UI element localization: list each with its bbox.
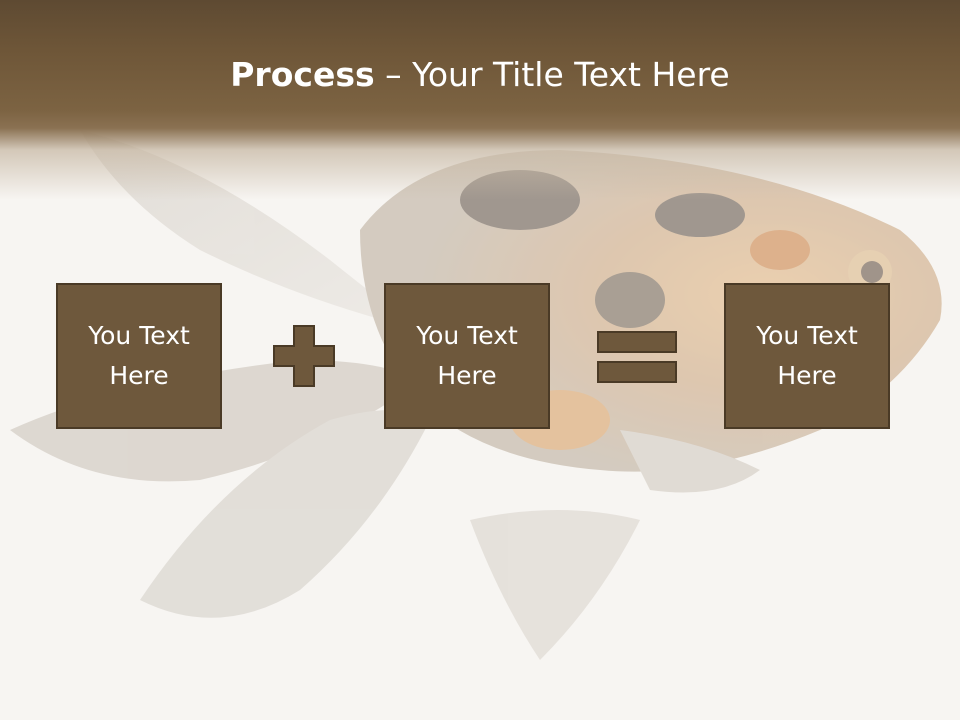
equals-icon — [597, 331, 677, 383]
title-bar — [0, 0, 960, 200]
title-bold: Process — [230, 55, 375, 94]
process-box-2[interactable]: You Text Here — [384, 283, 550, 429]
process-box-label: You Text Here — [756, 321, 858, 390]
process-box-1[interactable]: You Text Here — [56, 283, 222, 429]
process-box-label: You Text Here — [88, 321, 190, 390]
process-box-3[interactable]: You Text Here — [724, 283, 890, 429]
plus-icon — [273, 325, 335, 387]
title-rest: – Your Title Text Here — [374, 55, 730, 94]
process-box-label: You Text Here — [416, 321, 518, 390]
slide-title: Process – Your Title Text Here — [0, 50, 960, 100]
